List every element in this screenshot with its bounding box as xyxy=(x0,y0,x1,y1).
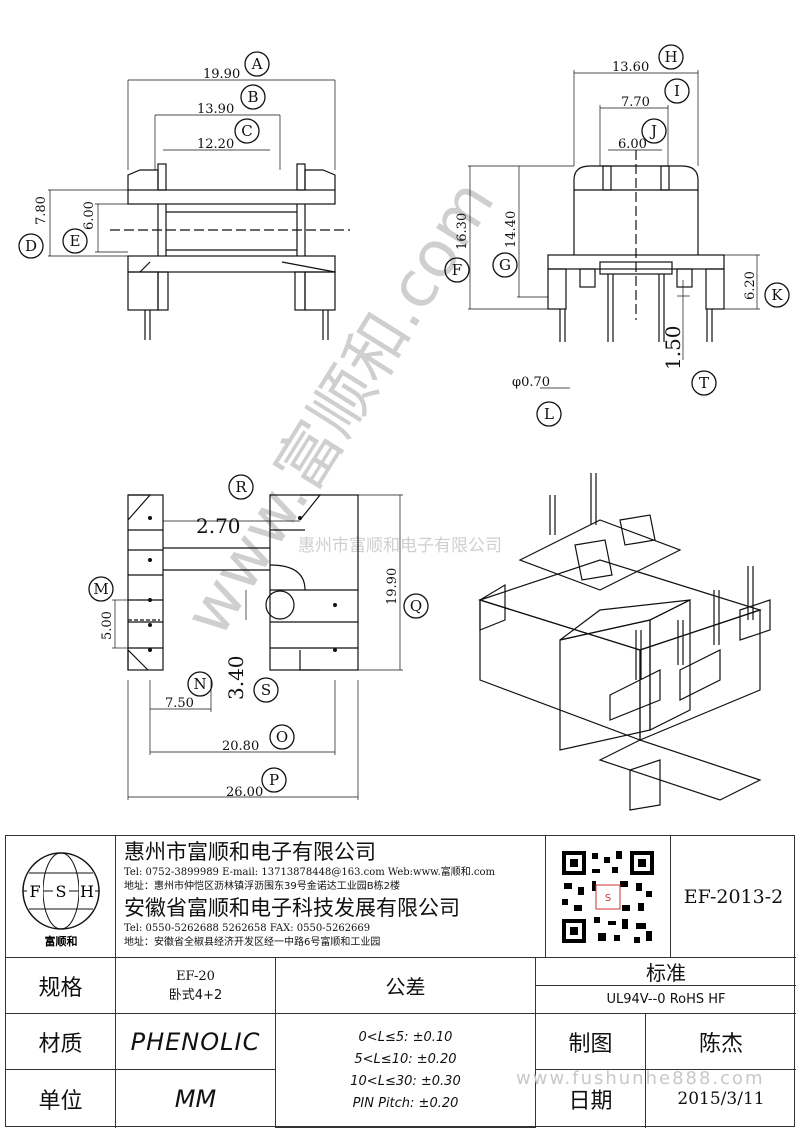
tolerance-label: 公差 xyxy=(276,958,536,1014)
pin-holes xyxy=(148,516,337,652)
label-s: S xyxy=(261,681,271,699)
dim-q: 19.90 xyxy=(385,568,400,605)
date-value: 2015/3/11 xyxy=(677,1089,765,1109)
dim-n: 7.50 xyxy=(165,696,194,711)
company-name-2: 安徽省富顺和电子科技发展有限公司 xyxy=(124,896,460,920)
label-p: P xyxy=(269,771,279,789)
dim-o: 20.80 xyxy=(222,739,259,754)
isometric-view xyxy=(478,473,771,811)
label-i: I xyxy=(674,82,680,100)
spec-value-type: 卧式4+2 xyxy=(168,987,223,1003)
company-address-2: 地址：安徽省全椒县经济开发区经一中路6号富顺和工业园 xyxy=(124,937,381,948)
dim-p: 26.00 xyxy=(226,785,263,800)
label-b: B xyxy=(247,88,258,106)
label-d: D xyxy=(25,237,37,255)
label-k: K xyxy=(771,286,783,304)
dim-e: 6.00 xyxy=(82,201,97,230)
label-e: E xyxy=(70,232,81,250)
company-contact-1: Tel: 0752-3899989 E-mail: 13713878448@16… xyxy=(124,867,495,878)
label-q: Q xyxy=(410,597,422,615)
company-contact-2: Tel: 0550-5262688 5262658 FAX: 0550-5262… xyxy=(124,923,371,934)
dim-l: φ0.70 xyxy=(512,375,550,390)
bottom-view xyxy=(112,494,403,800)
label-j: J xyxy=(649,122,657,140)
label-r: R xyxy=(235,478,247,496)
material-label: 材质 xyxy=(6,1014,116,1070)
tolerance-row: 10<L≤30: ±0.30 xyxy=(350,1073,461,1089)
qr-logo-text: S xyxy=(605,893,611,904)
label-o: O xyxy=(276,728,288,746)
drawn-label: 制图 xyxy=(536,1014,646,1070)
dim-s: 3.40 xyxy=(224,655,248,700)
spec-value: EF-20 卧式4+2 xyxy=(116,958,276,1014)
dim-c: 12.20 xyxy=(197,137,234,152)
tolerance-row: 0<L≤5: ±0.10 xyxy=(358,1029,453,1045)
company-name-1: 惠州市富顺和电子有限公司 xyxy=(124,840,376,864)
standard-value: UL94V--0 RoHS HF xyxy=(536,986,796,1014)
company-info: 惠州市富顺和电子有限公司 Tel: 0752-3899989 E-mail: 1… xyxy=(116,836,546,958)
company-logo: F S H 富顺和 xyxy=(6,836,116,958)
dim-g: 14.40 xyxy=(504,211,519,248)
tolerance-row: PIN Pitch: ±0.20 xyxy=(352,1095,459,1111)
spec-value-model: EF-20 xyxy=(176,968,215,984)
watermark-footer: www.fushunhe888.com xyxy=(516,1068,765,1089)
unit-value: MM xyxy=(116,1070,276,1128)
qr-code[interactable]: S xyxy=(546,836,671,958)
drawn-value: 陈杰 xyxy=(646,1014,796,1070)
side-view xyxy=(468,70,760,389)
dim-b: 13.90 xyxy=(197,102,234,117)
dim-r: 2.70 xyxy=(196,514,241,538)
company-address-1: 地址：惠州市仲恺区沥林镇浮沥围东39号金诺达工业园B栋2楼 xyxy=(124,881,400,892)
label-h: H xyxy=(664,48,677,66)
logo-letter-h: H xyxy=(80,882,94,901)
label-a: A xyxy=(251,55,263,73)
dim-i: 7.70 xyxy=(621,95,650,110)
material-value: PHENOLIC xyxy=(116,1014,276,1070)
dim-d: 7.80 xyxy=(34,196,49,225)
unit-label: 单位 xyxy=(6,1070,116,1128)
standard-label: 标准 xyxy=(536,958,796,986)
tolerance-row: 5<L≤10: ±0.20 xyxy=(354,1051,457,1067)
label-t: T xyxy=(699,374,709,392)
front-view xyxy=(48,79,350,340)
dim-k: 6.20 xyxy=(743,271,758,300)
dim-m: 5.00 xyxy=(100,611,115,640)
spec-label: 规格 xyxy=(6,958,116,1014)
dim-a: 19.90 xyxy=(203,67,240,82)
label-f: F xyxy=(452,261,462,279)
label-n: N xyxy=(193,675,206,693)
label-m: M xyxy=(93,580,108,598)
technical-drawing: www.富顺和.com 惠州市富顺和电子有限公司 xyxy=(18,44,790,811)
label-l: L xyxy=(544,405,554,423)
label-g: G xyxy=(499,256,511,274)
logo-name: 富顺和 xyxy=(44,934,77,948)
logo-letter-f: F xyxy=(29,882,40,901)
tolerance-values: 0<L≤5: ±0.10 5<L≤10: ±0.20 10<L≤30: ±0.3… xyxy=(276,1014,536,1128)
dim-h: 13.60 xyxy=(612,60,649,75)
logo-letter-s: S xyxy=(55,882,66,901)
part-number: EF-2013-2 xyxy=(671,836,796,958)
date-label: 日期 xyxy=(536,1070,646,1128)
label-c: C xyxy=(241,122,252,140)
title-block: F S H 富顺和 惠州市富顺和电子有限公司 Tel: 0752-3899989… xyxy=(5,835,796,1128)
dim-f: 16.30 xyxy=(455,213,470,250)
dim-j: 6.00 xyxy=(618,137,647,152)
dim-t: 1.50 xyxy=(661,325,685,370)
